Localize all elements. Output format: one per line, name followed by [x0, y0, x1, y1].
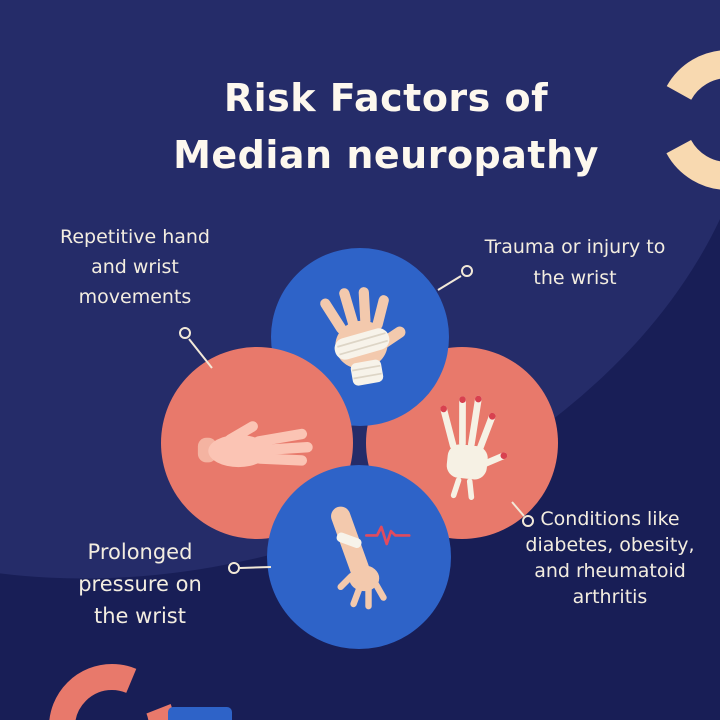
decorative-bar-bottom [168, 707, 232, 720]
page-title-line2: Median neuropathy [173, 133, 599, 177]
circle-pressure [161, 347, 353, 539]
label-repetitive-movements: Repetitive hand and wrist movements [59, 226, 210, 308]
wrist-pulse-icon [331, 506, 411, 610]
callout-pressure [228, 562, 272, 574]
circle-trauma-pressure [267, 465, 451, 649]
open-palm-icon [197, 420, 313, 467]
label-conditions: Conditions like diabetes, obesity, and r… [525, 508, 695, 608]
label-prolonged-pressure: Prolonged pressure on the wrist [78, 540, 202, 628]
label-trauma-injury: Trauma or injury to the wrist [484, 236, 666, 289]
page-title-line1: Risk Factors of [223, 76, 549, 120]
callout-dot [228, 562, 240, 574]
skeletal-hand-icon [439, 395, 507, 500]
callout-line [239, 566, 272, 569]
page-title: Risk Factors of Median neuropathy [26, 70, 720, 184]
bandaged-hand-icon [320, 287, 406, 386]
decorative-arc-bottom-left-icon [49, 664, 175, 720]
